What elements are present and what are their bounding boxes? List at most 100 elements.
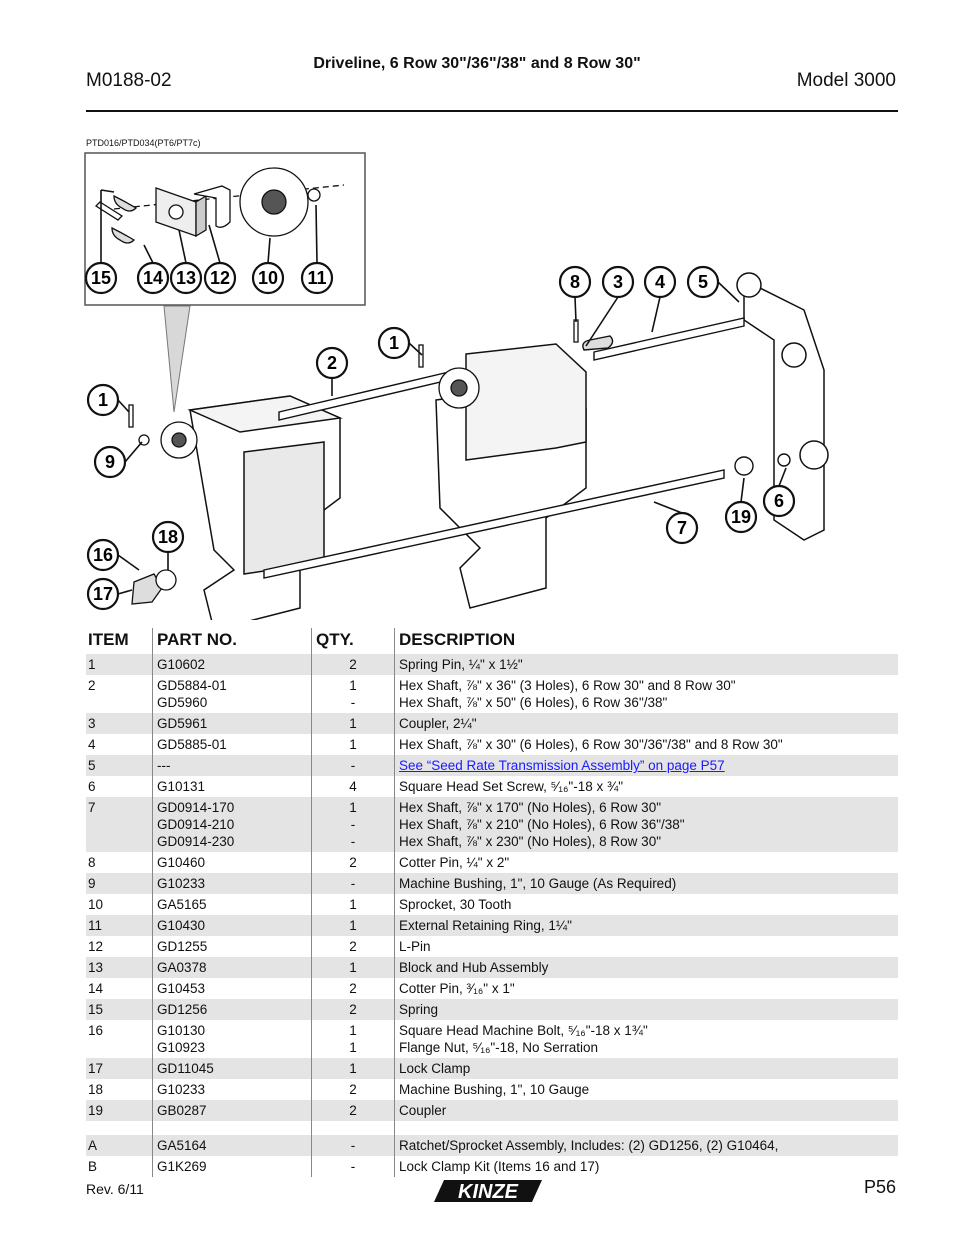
quantity-line: - <box>350 695 356 710</box>
callout-3: 3 <box>601 265 635 299</box>
callout-12: 12 <box>203 261 237 295</box>
item-number: 3 <box>86 713 153 734</box>
svg-text:14: 14 <box>143 268 163 288</box>
quantity-line: - <box>350 1138 356 1153</box>
quantity: 1 <box>311 1058 395 1079</box>
part-number-line: GD5960 <box>157 695 208 710</box>
svg-text:11: 11 <box>307 268 326 288</box>
transmission-frame <box>736 272 829 541</box>
part-number-line: GD0914-170 <box>157 800 235 815</box>
quantity: 1 <box>311 957 395 978</box>
description: Spring <box>394 999 898 1020</box>
quantity-line: 4 <box>349 779 357 794</box>
callout-11: 11 <box>300 261 334 295</box>
callout-7: 7 <box>665 511 699 545</box>
description: Hex Shaft, ⅞" x 170" (No Holes), 6 Row 3… <box>394 797 898 852</box>
svg-text:12: 12 <box>210 268 230 288</box>
quantity: 2 <box>311 936 395 957</box>
description: External Retaining Ring, 1¼" <box>394 915 898 936</box>
description-line: Square Head Set Screw, ⁵⁄₁₆"-18 x ¾" <box>399 779 624 794</box>
svg-text:3: 3 <box>613 272 623 292</box>
figure-id: PTD016/PTD034(PT6/PT7c) <box>86 138 201 148</box>
part-number: GD5961 <box>152 713 312 734</box>
svg-text:13: 13 <box>176 268 196 288</box>
quantity-line: 2 <box>349 1082 357 1097</box>
description-line: Sprocket, 30 Tooth <box>399 897 512 912</box>
description: Coupler, 2¼" <box>394 713 898 734</box>
driveline-diagram: 15 14 13 12 10 11 8 3 4 5 1 2 1 9 18 16 … <box>84 152 829 620</box>
callout-15: 15 <box>84 261 118 295</box>
callout-16: 16 <box>86 538 120 572</box>
quantity: 4 <box>311 776 395 797</box>
svg-text:6: 6 <box>774 491 784 511</box>
part-number-line: G10453 <box>157 981 206 996</box>
part-number: GB0287 <box>152 1100 312 1121</box>
quantity-line: 1 <box>349 737 357 752</box>
svg-text:9: 9 <box>105 452 115 472</box>
quantity: 2 <box>311 1100 395 1121</box>
description-line: Lock Clamp <box>399 1061 471 1076</box>
quantity-line: 1 <box>349 1061 357 1076</box>
quantity: 1 <box>311 713 395 734</box>
part-number-line: GD1255 <box>157 939 208 954</box>
item-number: 7 <box>86 797 153 852</box>
quantity-line: 1 <box>349 897 357 912</box>
table-header-row: ITEM PART NO. QTY. DESCRIPTION <box>86 628 898 654</box>
quantity-line: 2 <box>349 981 357 996</box>
description-line: Machine Bushing, 1", 10 Gauge (As Requir… <box>399 876 677 891</box>
row-unit-housing-left <box>187 395 343 620</box>
header-description: DESCRIPTION <box>394 628 898 654</box>
description-line: Hex Shaft, ⅞" x 170" (No Holes), 6 Row 3… <box>399 800 661 815</box>
quantity-line: 2 <box>349 1103 357 1118</box>
description-line[interactable]: See “Seed Rate Transmission Assembly” on… <box>399 758 725 773</box>
item-number: 6 <box>88 779 96 794</box>
table-row: 5----See “Seed Rate Transmission Assembl… <box>86 755 898 776</box>
quantity-line: - <box>350 876 356 891</box>
svg-text:15: 15 <box>91 268 111 288</box>
description-line: Coupler <box>399 1103 447 1118</box>
spacer-cell <box>311 1121 395 1135</box>
part-number-line: G10923 <box>157 1040 206 1055</box>
quantity-line: 2 <box>349 1002 357 1017</box>
leader-lines <box>100 189 787 595</box>
description: Machine Bushing, 1", 10 Gauge (As Requir… <box>394 873 898 894</box>
quantity-line: 1 <box>349 1040 357 1055</box>
spacer-cell <box>86 1121 153 1135</box>
table-row: 6 G10131 4 Square Head Set Screw, ⁵⁄₁₆"-18 … <box>86 776 898 797</box>
part-number-line: G10430 <box>157 918 206 933</box>
svg-text:1: 1 <box>98 390 108 410</box>
description: Hex Shaft, ⅞" x 36" (3 Holes), 6 Row 30"… <box>394 675 898 713</box>
description: Square Head Machine Bolt, ⁵⁄₁₆"-18 x 1¾"… <box>394 1020 898 1058</box>
part-number-line: GB0287 <box>157 1103 207 1118</box>
item-number: 17 <box>86 1058 153 1079</box>
quantity: 2 <box>311 1079 395 1100</box>
callout-8: 8 <box>558 265 592 299</box>
quantity: - <box>311 755 395 776</box>
quantity-line: 1 <box>349 1023 357 1038</box>
kinze-logo: KINZE <box>434 1180 542 1203</box>
callout-2: 2 <box>315 346 349 380</box>
quantity: 1 <box>311 915 395 936</box>
item-number: 19 <box>86 1100 153 1121</box>
part-number: G10131 <box>152 776 312 797</box>
svg-text:KINZE: KINZE <box>458 1181 519 1203</box>
callout-14: 14 <box>136 261 170 295</box>
inset-pointer <box>163 305 191 413</box>
description: Sprocket, 30 Tooth <box>394 894 898 915</box>
svg-text:7: 7 <box>677 518 687 538</box>
svg-text:17: 17 <box>93 584 113 604</box>
description-line: Spring <box>399 1002 439 1017</box>
part-number-line: G10602 <box>157 657 206 672</box>
description-line: Hex Shaft, ⅞" x 210" (No Holes), 6 Row 3… <box>399 817 685 832</box>
callout-18: 18 <box>151 520 185 554</box>
description-line: Hex Shaft, ⅞" x 50" (6 Holes), 6 Row 36"… <box>399 695 668 710</box>
